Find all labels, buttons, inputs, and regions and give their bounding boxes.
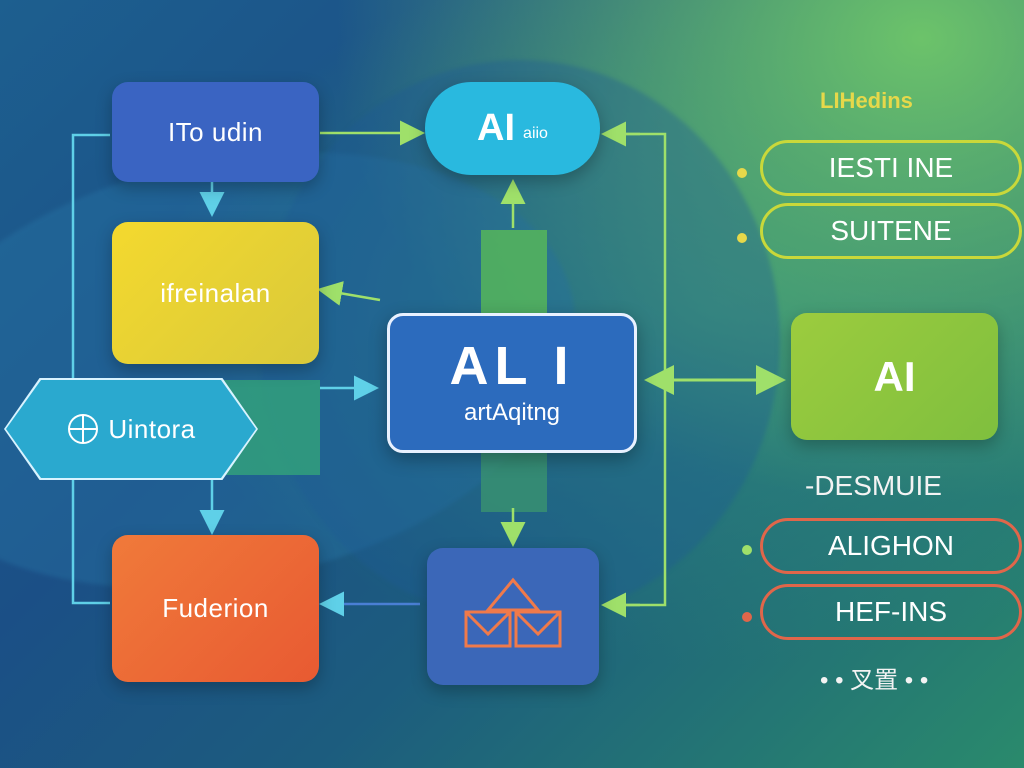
side-item-bottom-1[interactable]: ALIGHON	[760, 518, 1022, 574]
bullet-dot	[737, 233, 747, 243]
side-mid-label: -DESMUIE	[805, 470, 942, 501]
bullet-dot	[742, 545, 752, 555]
envelope-triangle-icon	[464, 577, 562, 647]
connector-left-loop	[71, 133, 110, 605]
side-item-top-1-label: IESTI INE	[828, 152, 954, 183]
central-hub[interactable]: AL I artAqitng	[387, 313, 637, 453]
side-item-top-1[interactable]: IESTI INE	[760, 140, 1022, 196]
node-yellow[interactable]: ifreinalan	[112, 222, 319, 364]
side-item-bottom-1-label: ALIGHON	[827, 530, 955, 561]
node-bottom-center[interactable]	[427, 548, 599, 685]
side-item-bottom-2-label: HEF-INS	[835, 596, 947, 627]
bullet-dot	[737, 168, 747, 178]
globe-icon	[68, 414, 99, 444]
hub-subtitle: artAqitng	[463, 399, 561, 426]
node-top-left-label: ITo udin	[167, 116, 264, 147]
side-panel-title: LIHedins	[820, 88, 913, 113]
hub-title: AL I	[449, 336, 575, 396]
node-top-left[interactable]: ITo udin	[112, 82, 319, 182]
node-pill-ai[interactable]: AI aiio	[425, 82, 600, 175]
connector-to-yellow	[317, 281, 381, 306]
node-orange[interactable]: Fuderion	[112, 535, 319, 682]
node-hex[interactable]: Uintora	[6, 380, 256, 478]
side-item-bottom-2[interactable]: HEF-INS	[760, 584, 1022, 640]
vertical-band-top	[481, 230, 547, 315]
node-ai-right[interactable]: AI	[791, 313, 998, 440]
pill-main-label: AI	[477, 107, 516, 149]
side-footer: • • 叉置 • •	[820, 667, 929, 694]
side-item-top-2[interactable]: SUITENE	[760, 203, 1022, 259]
node-hex-label: Uintora	[108, 413, 196, 444]
bullet-dot	[742, 612, 752, 622]
side-item-top-2-label: SUITENE	[830, 215, 952, 246]
pill-sub-label: aiio	[523, 124, 548, 142]
node-yellow-label: ifreinalan	[160, 277, 271, 308]
node-orange-label: Fuderion	[162, 593, 269, 623]
vertical-band-bottom	[481, 452, 547, 512]
node-ai-right-label: AI	[873, 352, 916, 400]
